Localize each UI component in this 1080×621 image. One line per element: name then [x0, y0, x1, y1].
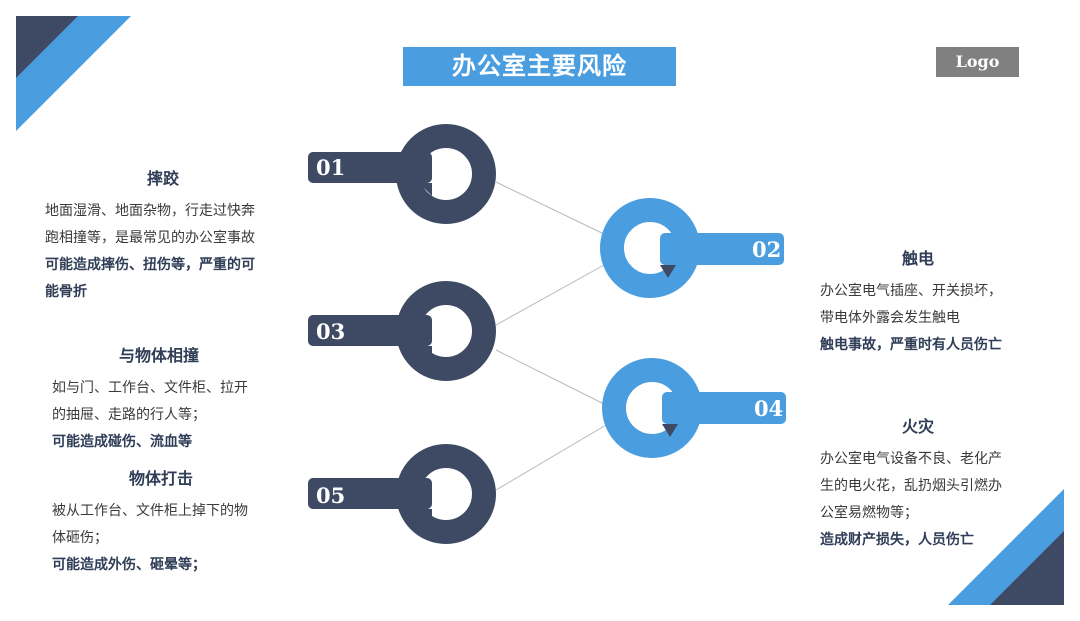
risk-strike-desc-2: 体砸伤； [52, 530, 108, 546]
risk-collision-consequence: 可能造成碰伤、流血等 [52, 434, 192, 450]
pointer-02 [660, 265, 676, 278]
risk-collision-heading: 与物体相撞 [118, 346, 199, 365]
bar-01 [308, 152, 432, 183]
bar-04 [662, 392, 786, 424]
risk-fire-desc-1: 办公室电气设备不良、老化产 [820, 451, 1002, 467]
connector-05-04 [495, 424, 607, 491]
node-03: 03 [308, 281, 496, 381]
risk-slip: 摔跤 地面湿滑、地面杂物，行走过快奔 跑相撞等，是最常见的办公室事故 可能造成摔… [45, 165, 295, 306]
risk-shock-desc-2: 带电体外露会发生触电 [820, 310, 960, 326]
risk-fire-desc-2: 生的电火花，乱扔烟头引燃办 [820, 478, 1002, 494]
pointer-01 [419, 183, 432, 196]
node-05: 05 [308, 444, 496, 544]
bottom-right-triangle-dark [990, 531, 1064, 605]
risk-slip-consequence-2: 能骨折 [45, 284, 87, 300]
risk-fire-heading: 火灾 [901, 417, 934, 436]
pointer-03 [419, 346, 432, 359]
bar-02 [660, 233, 784, 265]
node-02: 02 [600, 198, 784, 298]
risk-slip-desc-2: 跑相撞等，是最常见的办公室事故 [45, 230, 255, 246]
risk-fire-desc-3: 公室易燃物等； [820, 505, 918, 521]
risk-collision-desc-1: 如与门、工作台、文件柜、拉开 [52, 380, 248, 396]
node-number-05: 05 [316, 483, 345, 508]
node-number-03: 03 [316, 319, 345, 344]
risk-collision-desc-2: 的抽屉、走路的行人等； [52, 407, 206, 423]
node-number-01: 01 [316, 155, 345, 180]
connector-03-02 [495, 264, 605, 326]
pointer-04 [662, 424, 678, 437]
risk-strike-desc-1: 被从工作台、文件柜上掉下的物 [52, 503, 248, 519]
connector-lines [495, 181, 607, 491]
node-number-02: 02 [752, 237, 781, 262]
connector-01-02 [495, 181, 605, 235]
bar-03 [308, 315, 432, 346]
risk-fire-consequence: 造成财产损失，人员伤亡 [820, 532, 974, 548]
node-number-04: 04 [754, 396, 783, 421]
risk-slip-heading: 摔跤 [146, 169, 179, 188]
risk-shock: 触电 办公室电气插座、开关损坏， 带电体外露会发生触电 触电事故，严重时有人员伤… [820, 245, 1050, 359]
risk-shock-heading: 触电 [901, 249, 934, 268]
risk-slip-consequence-1: 可能造成摔伤、扭伤等，严重的可 [45, 257, 255, 273]
risk-strike-consequence: 可能造成外伤、砸晕等； [52, 557, 206, 573]
risk-shock-consequence: 触电事故，严重时有人员伤亡 [820, 337, 1002, 353]
risk-collision: 与物体相撞 如与门、工作台、文件柜、拉开 的抽屉、走路的行人等； 可能造成碰伤、… [52, 342, 302, 456]
node-04: 04 [602, 358, 786, 458]
risk-strike: 物体打击 被从工作台、文件柜上掉下的物 体砸伤； 可能造成外伤、砸晕等； [52, 465, 302, 579]
node-01: 01 [308, 124, 496, 224]
bar-05 [308, 478, 432, 509]
risk-fire: 火灾 办公室电气设备不良、老化产 生的电火花，乱扔烟头引燃办 公室易燃物等； 造… [820, 413, 1050, 554]
top-left-triangle-dark [16, 16, 78, 78]
risk-slip-desc-1: 地面湿滑、地面杂物，行走过快奔 [45, 203, 255, 219]
risk-strike-heading: 物体打击 [128, 469, 193, 488]
page-title: 办公室主要风险 [403, 47, 676, 86]
risk-shock-desc-1: 办公室电气插座、开关损坏， [820, 283, 1002, 299]
logo: Logo [936, 47, 1019, 77]
connector-03-04 [495, 349, 607, 406]
pointer-05 [419, 509, 432, 522]
